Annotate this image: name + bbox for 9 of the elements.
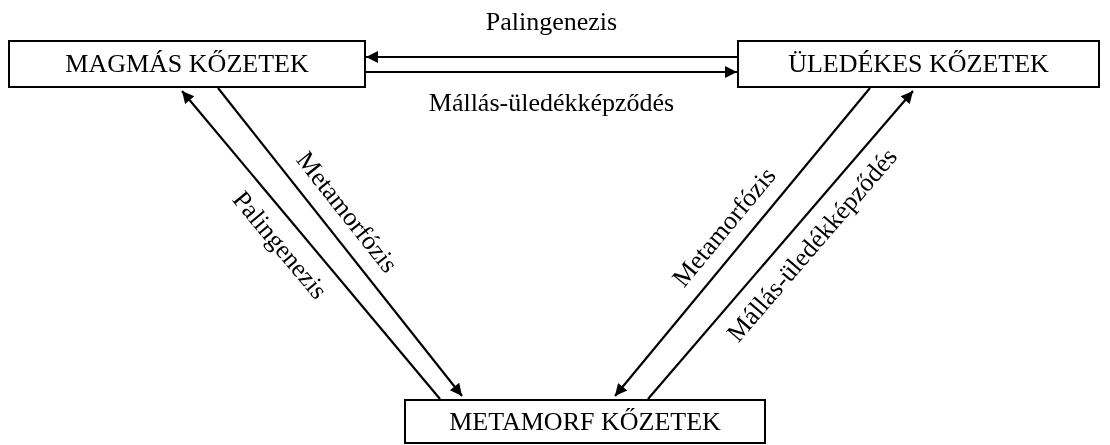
arrow — [614, 87, 871, 397]
arrow — [366, 66, 737, 78]
rock-type-box: ÜLEDÉKES KŐZETEK — [737, 40, 1100, 88]
rock-type-box: METAMORF KŐZETEK — [404, 399, 766, 444]
rock-type-box: MAGMÁS KŐZETEK — [8, 40, 366, 88]
arrow — [366, 51, 737, 63]
arrow — [181, 90, 441, 400]
arrow — [217, 87, 463, 397]
arrow — [647, 90, 914, 400]
